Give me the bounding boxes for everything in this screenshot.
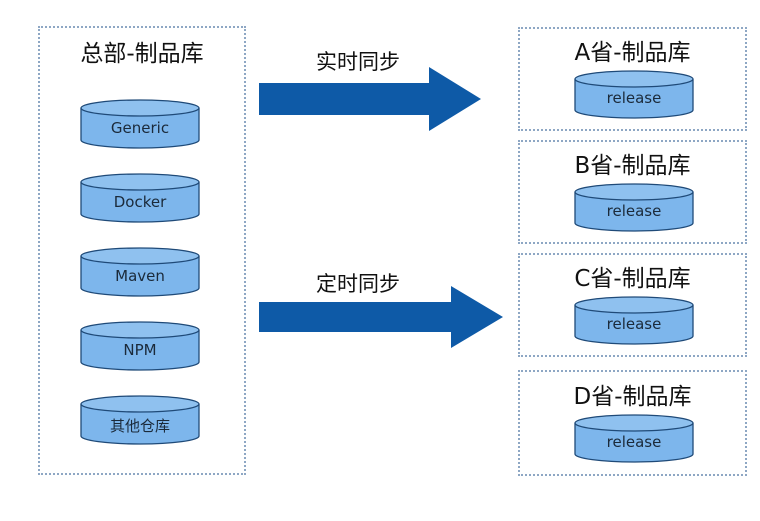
cylinder-icon [80, 247, 200, 297]
repository-label: Generic [110, 119, 170, 137]
repository-label: release [606, 202, 662, 220]
repository-docker: Docker [80, 173, 200, 224]
arrow-right-icon [259, 67, 481, 131]
repository-label: Docker [113, 193, 167, 211]
province-panel-b: B省-制品库 release [518, 140, 747, 244]
repository-release: release [574, 183, 694, 232]
province-title: D省-制品库 [573, 384, 692, 410]
realtime-sync-label: 实时同步 [316, 50, 400, 74]
repository-label: release [606, 315, 662, 333]
cylinder-icon [574, 70, 694, 119]
arrow-right-icon [259, 286, 503, 348]
repository-release: release [574, 296, 694, 345]
repository-label: release [606, 433, 662, 451]
cylinder-icon [574, 183, 694, 232]
repository-release: release [574, 70, 694, 119]
repository-label: 其他仓库 [109, 417, 170, 435]
repository-npm: NPM [80, 321, 200, 372]
cylinder-icon [574, 296, 694, 345]
repository-label: release [606, 89, 662, 107]
province-title: B省-制品库 [574, 153, 691, 179]
province-title: A省-制品库 [574, 40, 691, 66]
repository-label: Maven [115, 267, 165, 285]
repository-generic: Generic [80, 99, 200, 150]
province-title: C省-制品库 [574, 266, 691, 292]
headquarters-title: 总部-制品库 [80, 41, 204, 67]
repository-label: NPM [123, 341, 157, 359]
repository-other: 其他仓库 [80, 395, 200, 446]
headquarters-panel: 总部-制品库 Generic Docker Maven NPM [38, 26, 246, 475]
repository-maven: Maven [80, 247, 200, 298]
cylinder-icon [80, 395, 200, 445]
repository-release: release [574, 414, 694, 463]
cylinder-icon [80, 99, 200, 149]
province-panel-a: A省-制品库 release [518, 27, 747, 131]
scheduled-sync-arrow [259, 286, 503, 348]
cylinder-icon [80, 173, 200, 223]
realtime-sync-arrow [259, 67, 481, 131]
scheduled-sync-label: 定时同步 [316, 272, 400, 296]
province-panel-c: C省-制品库 release [518, 253, 747, 357]
province-panel-d: D省-制品库 release [518, 370, 747, 476]
cylinder-icon [80, 321, 200, 371]
cylinder-icon [574, 414, 694, 463]
